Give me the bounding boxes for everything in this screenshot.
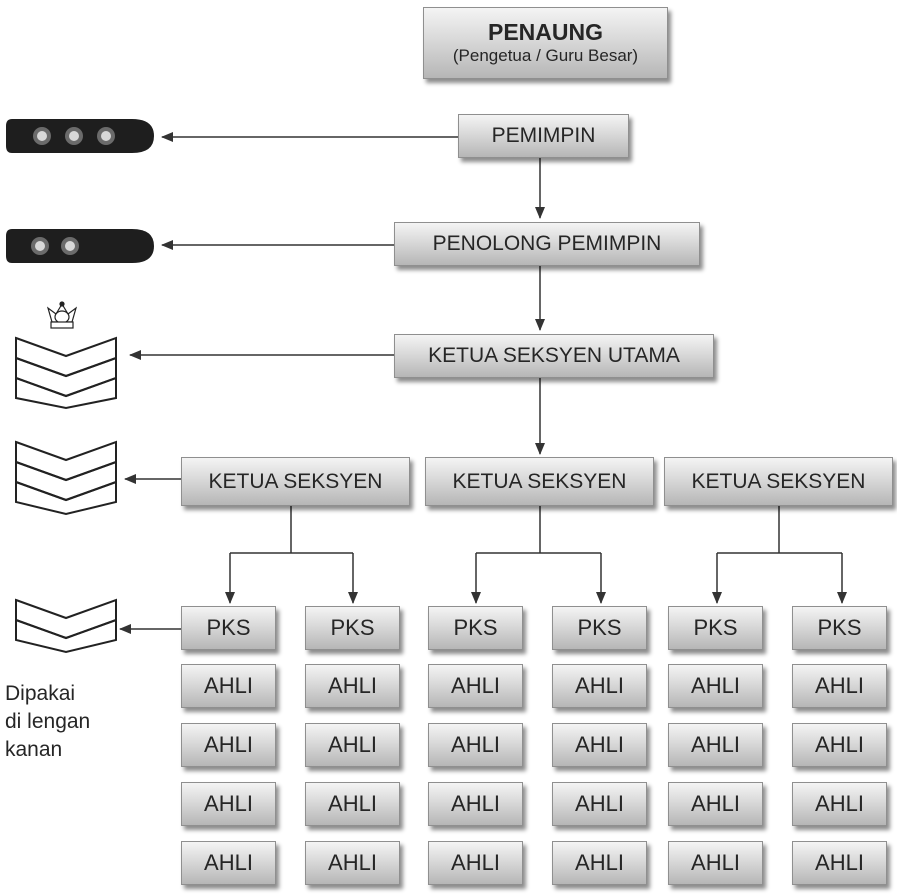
star-icon <box>33 127 51 145</box>
pks-box: PKS <box>792 606 887 650</box>
ahli-box: AHLI <box>428 723 523 767</box>
penolong-pemimpin-box: PENOLONG PEMIMPIN <box>394 222 700 266</box>
note-line-1: Dipakai <box>5 682 76 705</box>
penaung-title: PENAUNG <box>487 19 603 45</box>
pks-box: PKS <box>428 606 523 650</box>
ahli-box: AHLI <box>792 664 887 708</box>
pks-box: PKS <box>305 606 400 650</box>
pemimpin-box: PEMIMPIN <box>458 114 629 158</box>
penaung-box: PENAUNG (Pengetua / Guru Besar) <box>423 7 668 79</box>
ahli-box: AHLI <box>792 782 887 826</box>
ahli-box: AHLI <box>792 723 887 767</box>
star-icon <box>65 127 83 145</box>
ahli-box: AHLI <box>552 664 647 708</box>
insignia-epaulette-2-stars <box>6 229 154 263</box>
note-line-3: kanan <box>5 738 63 761</box>
ahli-box: AHLI <box>428 841 523 885</box>
insignia-note: Dipakai di lengan kanan <box>5 680 90 764</box>
ahli-box: AHLI <box>668 723 763 767</box>
ahli-box: AHLI <box>668 782 763 826</box>
ahli-box: AHLI <box>181 782 276 826</box>
ketua-seksyen-box: KETUA SEKSYEN <box>425 457 654 506</box>
ahli-box: AHLI <box>428 664 523 708</box>
ahli-box: AHLI <box>552 782 647 826</box>
ketua-seksyen-box: KETUA SEKSYEN <box>181 457 410 506</box>
ahli-box: AHLI <box>181 664 276 708</box>
ahli-box: AHLI <box>305 782 400 826</box>
note-line-2: di lengan <box>5 710 91 733</box>
insignia-epaulette-3-stars <box>6 119 154 153</box>
ahli-box: AHLI <box>792 841 887 885</box>
ketua-seksyen-box: KETUA SEKSYEN <box>664 457 893 506</box>
ahli-box: AHLI <box>668 664 763 708</box>
ahli-box: AHLI <box>305 664 400 708</box>
pks-box: PKS <box>668 606 763 650</box>
branch-3 <box>712 506 847 604</box>
pks-box: PKS <box>552 606 647 650</box>
insignia-crown-three-chevrons <box>15 301 117 410</box>
ahli-box: AHLI <box>552 841 647 885</box>
insignia-three-chevrons <box>15 440 117 516</box>
star-icon <box>97 127 115 145</box>
branch-2 <box>471 506 606 604</box>
pks-box: PKS <box>181 606 276 650</box>
star-icon <box>61 237 79 255</box>
branch-1 <box>225 506 358 604</box>
ahli-box: AHLI <box>552 723 647 767</box>
ahli-box: AHLI <box>305 723 400 767</box>
crown-icon <box>46 301 78 329</box>
star-icon <box>31 237 49 255</box>
ahli-box: AHLI <box>668 841 763 885</box>
ahli-box: AHLI <box>181 723 276 767</box>
ahli-box: AHLI <box>181 841 276 885</box>
penaung-subtitle: (Pengetua / Guru Besar) <box>452 46 639 65</box>
ketua-seksyen-utama-box: KETUA SEKSYEN UTAMA <box>394 334 714 378</box>
insignia-two-chevrons <box>15 598 117 654</box>
ahli-box: AHLI <box>428 782 523 826</box>
ahli-box: AHLI <box>305 841 400 885</box>
